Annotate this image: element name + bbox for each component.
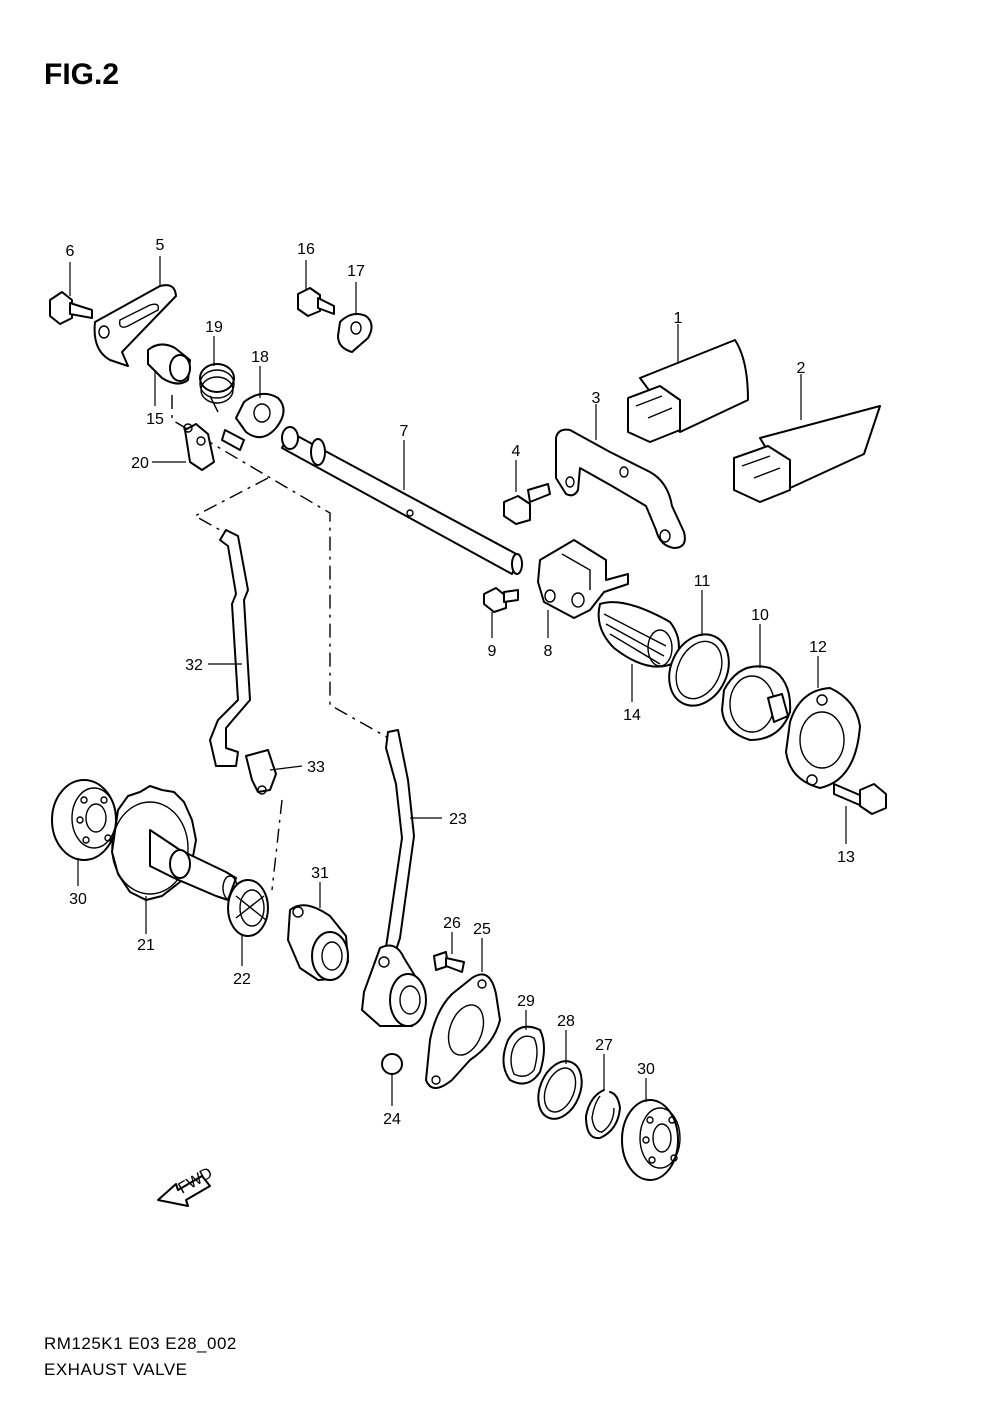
part-25-plate	[425, 973, 501, 1089]
part-6-bolt	[49, 291, 93, 325]
callout-19: 19	[205, 319, 223, 336]
part-9-bolt	[483, 587, 519, 613]
callout-24: 24	[383, 1111, 401, 1128]
part-1-valve	[627, 339, 749, 443]
part-31-arm	[287, 904, 349, 981]
part-24-ball	[381, 1053, 403, 1075]
callout-29: 29	[517, 993, 535, 1010]
part-21-gear-shaft	[111, 785, 238, 901]
callout-26: 26	[443, 915, 461, 932]
callout-17: 17	[347, 263, 365, 280]
part-27-circlip	[585, 1089, 621, 1140]
callout-25: 25	[473, 921, 491, 938]
part-2-valve	[733, 405, 881, 503]
part-22-needle-bearing	[227, 879, 269, 937]
callout-3: 3	[592, 390, 601, 407]
callout-20: 20	[131, 455, 149, 472]
callout-1: 1	[674, 310, 683, 327]
callout-30-left: 30	[69, 891, 87, 908]
callout-16: 16	[297, 241, 315, 258]
part-29-seal	[502, 1025, 545, 1085]
part-11-oring	[668, 633, 730, 707]
callout-30-right: 30	[637, 1061, 655, 1078]
part-15-collar	[147, 343, 191, 385]
part-14-spring	[597, 601, 680, 668]
callout-22: 22	[233, 971, 251, 988]
callout-11: 11	[694, 573, 711, 590]
diagram-name: EXHAUST VALVE	[44, 1360, 188, 1379]
figure-title: FIG.2	[44, 58, 120, 91]
part-33-clip	[245, 749, 277, 795]
callout-numbers: 1 2 3 4 5 6 7 8 9 10 11 12 13 14 15 16 1…	[66, 237, 855, 1128]
part-26-screw	[433, 951, 465, 973]
part-8-lever	[537, 539, 629, 619]
diagram-code: RM125K1 E03 E28_002	[44, 1334, 237, 1353]
callout-2: 2	[797, 360, 806, 377]
callout-31: 31	[311, 865, 329, 882]
part-30-bearing-right	[621, 1099, 681, 1181]
part-28-ring	[537, 1060, 583, 1120]
callout-5: 5	[156, 237, 165, 254]
callout-21: 21	[137, 937, 155, 954]
callout-15: 15	[146, 411, 164, 428]
part-23-rod	[383, 729, 415, 963]
callout-12: 12	[809, 639, 827, 656]
callout-10: 10	[751, 607, 769, 624]
callout-33: 33	[307, 759, 325, 776]
callout-leaders	[69, 256, 847, 1106]
callout-23: 23	[449, 811, 467, 828]
part-30-bearing-left	[51, 779, 117, 861]
callout-4: 4	[512, 443, 521, 460]
part-18-plate	[221, 392, 285, 451]
part-12-gasket	[785, 687, 861, 789]
part-7-shaft	[281, 426, 523, 575]
callout-13: 13	[837, 849, 855, 866]
callout-8: 8	[544, 643, 553, 660]
part-13-bolt	[833, 783, 887, 815]
part-5-bracket	[93, 284, 177, 367]
lower-lever-arm	[361, 944, 427, 1027]
part-32-rod	[209, 529, 251, 767]
callout-18: 18	[251, 349, 269, 366]
callout-6: 6	[66, 243, 75, 260]
callout-27: 27	[595, 1037, 613, 1054]
part-4-bolt	[503, 483, 551, 525]
part-17-washer	[337, 313, 373, 353]
part-20-lever	[183, 423, 215, 471]
callout-7: 7	[400, 423, 409, 440]
callout-32: 32	[185, 657, 203, 674]
part-16-bolt	[297, 287, 335, 317]
callout-28: 28	[557, 1013, 575, 1030]
fwd-arrow-icon: FWD	[157, 1165, 216, 1207]
part-19-spring	[199, 363, 235, 413]
assembly-guide-lines	[171, 395, 393, 891]
callout-9: 9	[488, 643, 497, 660]
callout-14: 14	[623, 707, 641, 724]
part-3-bracket	[555, 428, 686, 549]
part-10-cap	[721, 665, 792, 741]
